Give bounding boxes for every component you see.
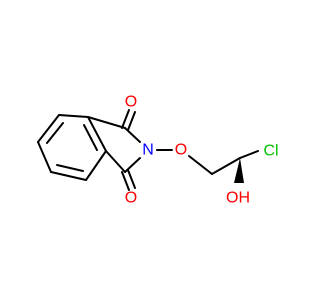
double-bond xyxy=(127,111,136,131)
double-bond xyxy=(121,109,130,129)
bond xyxy=(50,171,87,181)
aromatic-double-bond xyxy=(46,122,64,144)
bond xyxy=(239,150,259,159)
benzene-ring xyxy=(37,114,107,181)
chemical-structure-diagram: O N O O Cl OH xyxy=(37,94,279,207)
aromatic-double-bond xyxy=(83,124,98,151)
double-bond xyxy=(127,169,136,189)
chlorine-label: Cl xyxy=(263,143,278,160)
bond xyxy=(58,114,89,118)
double-bond xyxy=(121,171,130,191)
bond xyxy=(211,157,241,175)
carbonyl-oxygen-bottom-label: O xyxy=(125,190,137,207)
bond xyxy=(87,116,126,129)
nitrogen-label: N xyxy=(142,142,154,159)
bond xyxy=(37,141,52,173)
aromatic-double-bond xyxy=(56,164,84,172)
hydroxyl-label: OH xyxy=(226,190,250,207)
carbonyl-oxygen-top-label: O xyxy=(125,94,137,111)
imide-ring xyxy=(87,116,141,173)
carbonyl-bonds xyxy=(121,109,136,191)
bond xyxy=(188,155,213,175)
bond xyxy=(87,116,107,152)
bond xyxy=(105,150,126,173)
ether-oxygen-label: O xyxy=(175,142,187,159)
wedge-bond xyxy=(234,158,244,183)
side-chain xyxy=(156,149,259,183)
bond xyxy=(37,114,60,143)
bond xyxy=(85,150,107,181)
